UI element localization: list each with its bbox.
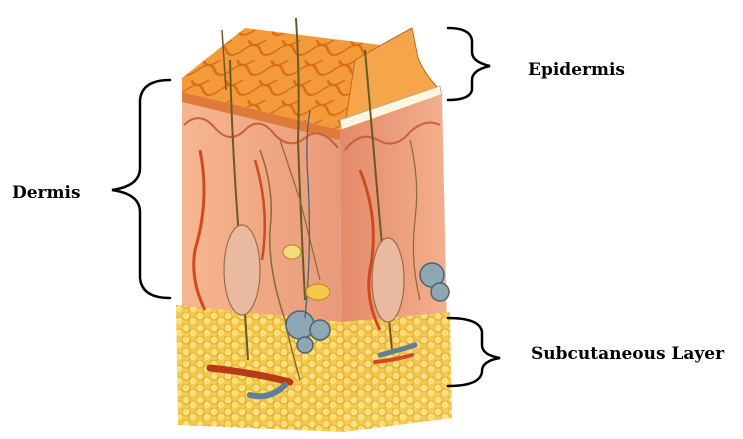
dermis-bracket (112, 80, 170, 298)
hair-follicle (224, 225, 260, 315)
epidermis-bracket (448, 28, 490, 100)
subcutaneous-bracket (448, 318, 500, 386)
pacinian-corpuscle (306, 284, 330, 300)
skin-block (176, 18, 452, 432)
epidermis-label: Epidermis (528, 60, 625, 80)
subcutaneous-layer-label: Subcutaneous Layer (531, 344, 724, 364)
subcutaneous-fat-side (342, 312, 452, 432)
hair-follicle (372, 238, 404, 322)
dermis-label: Dermis (12, 183, 81, 203)
sebaceous-gland (283, 245, 301, 259)
